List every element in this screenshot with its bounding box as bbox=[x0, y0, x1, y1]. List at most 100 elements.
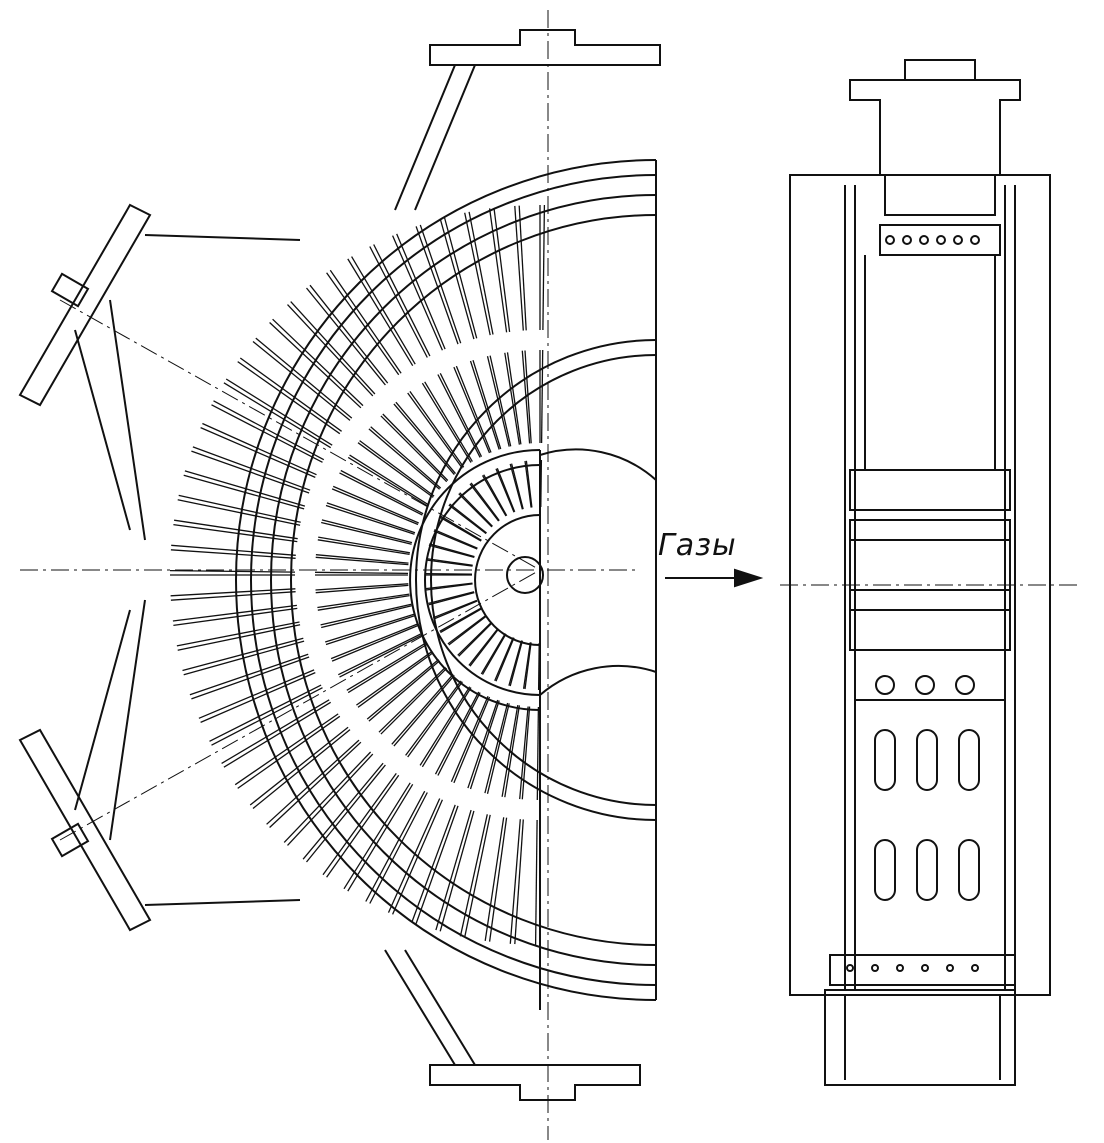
blade bbox=[438, 693, 480, 776]
blade bbox=[367, 660, 438, 720]
blade bbox=[416, 806, 458, 924]
blade bbox=[332, 626, 418, 662]
blade bbox=[253, 342, 350, 421]
blade bbox=[253, 730, 350, 809]
blade bbox=[331, 624, 417, 659]
blade bbox=[358, 443, 433, 498]
blade bbox=[438, 375, 480, 458]
blade bbox=[193, 447, 310, 490]
blade bbox=[171, 545, 296, 555]
blade bbox=[397, 234, 445, 349]
blade bbox=[307, 288, 386, 385]
blade bbox=[190, 654, 308, 694]
blade bbox=[416, 226, 458, 344]
blade bbox=[483, 475, 507, 516]
blade bbox=[509, 641, 522, 686]
blade bbox=[316, 555, 409, 563]
blade bbox=[303, 763, 383, 859]
top-hole bbox=[937, 236, 945, 244]
blade bbox=[440, 219, 474, 339]
blade bbox=[490, 818, 507, 942]
blade bbox=[426, 559, 473, 566]
blade bbox=[440, 373, 481, 456]
blade bbox=[316, 557, 409, 564]
blade bbox=[317, 594, 409, 607]
blade bbox=[394, 404, 454, 475]
blade bbox=[449, 616, 486, 645]
blade bbox=[470, 629, 499, 666]
blade bbox=[426, 560, 473, 566]
blade bbox=[495, 638, 514, 681]
blade bbox=[494, 208, 510, 332]
blade bbox=[422, 383, 471, 462]
blade bbox=[505, 353, 520, 445]
blade bbox=[340, 635, 423, 677]
blade bbox=[408, 682, 463, 757]
blade bbox=[396, 402, 456, 473]
bottom-hole bbox=[972, 965, 978, 971]
blade bbox=[445, 218, 477, 339]
blade bbox=[524, 642, 531, 689]
blade bbox=[316, 584, 409, 590]
blade bbox=[356, 651, 432, 705]
blade bbox=[458, 623, 492, 656]
blade bbox=[344, 783, 410, 889]
slot bbox=[917, 840, 937, 900]
bottom-hole bbox=[872, 965, 878, 971]
blade bbox=[338, 634, 421, 675]
inner-blade-ring bbox=[410, 450, 540, 710]
blade bbox=[173, 608, 297, 625]
blade bbox=[412, 805, 455, 922]
blade bbox=[522, 351, 529, 444]
blade bbox=[224, 383, 331, 448]
blade bbox=[170, 571, 295, 573]
blade bbox=[448, 616, 486, 644]
blade bbox=[543, 205, 545, 330]
blade bbox=[191, 657, 309, 699]
blade bbox=[371, 427, 441, 488]
blade bbox=[370, 247, 428, 358]
blade bbox=[420, 687, 470, 766]
blade bbox=[471, 483, 499, 521]
blade bbox=[381, 668, 447, 734]
blade bbox=[341, 471, 423, 514]
blade bbox=[370, 793, 428, 904]
blade bbox=[454, 697, 490, 783]
blade bbox=[440, 608, 481, 631]
blade bbox=[490, 356, 511, 447]
top-hole bbox=[971, 236, 979, 244]
blade bbox=[330, 270, 401, 373]
blade bbox=[434, 530, 477, 549]
blade bbox=[348, 644, 427, 693]
blade bbox=[510, 819, 520, 944]
front-view bbox=[20, 10, 660, 1140]
blade bbox=[456, 366, 491, 452]
blade bbox=[526, 461, 532, 508]
blade bbox=[288, 754, 373, 845]
blade bbox=[270, 742, 361, 827]
blade bbox=[179, 495, 301, 522]
slot bbox=[917, 730, 937, 790]
gas-flow-arrow bbox=[665, 570, 760, 586]
blade bbox=[322, 520, 412, 543]
blade bbox=[240, 358, 341, 431]
blade bbox=[393, 800, 443, 915]
blade bbox=[348, 784, 413, 891]
blade bbox=[440, 811, 474, 931]
blade bbox=[178, 625, 300, 651]
blade bbox=[425, 574, 472, 575]
blade bbox=[485, 703, 508, 793]
blade bbox=[505, 705, 520, 797]
blade bbox=[284, 752, 370, 842]
blade bbox=[485, 817, 504, 941]
blade bbox=[440, 518, 481, 542]
blade bbox=[352, 257, 416, 365]
blade bbox=[394, 675, 454, 746]
blade bbox=[379, 667, 446, 732]
blade bbox=[510, 641, 522, 686]
blade bbox=[318, 596, 410, 611]
blade bbox=[177, 622, 300, 646]
blade bbox=[434, 601, 477, 619]
blade bbox=[525, 461, 531, 508]
